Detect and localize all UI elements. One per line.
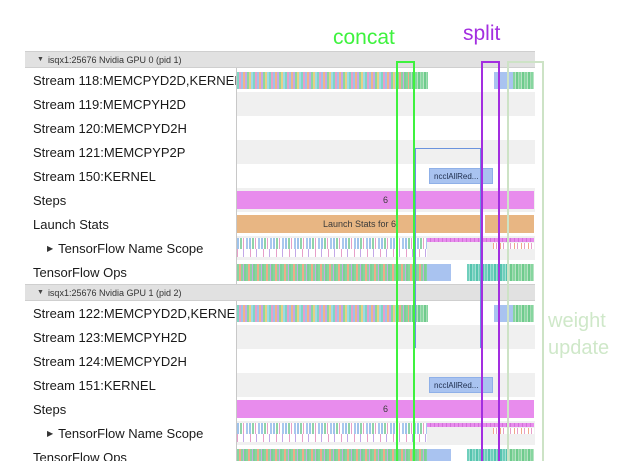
row-label[interactable]: Stream 123:MEMCPYH2D — [25, 325, 237, 349]
row-label[interactable]: Stream 150:KERNEL — [25, 164, 237, 188]
name-scope-blocks[interactable] — [493, 428, 534, 434]
group-header-label: isqx1:25676 Nvidia GPU 1 (pid 2) — [47, 287, 182, 298]
tf-ops-split-block — [427, 264, 451, 281]
kernel-blocks — [397, 72, 409, 89]
row-label-text: Steps — [33, 401, 67, 417]
tf-ops-split-block — [427, 449, 451, 461]
row-label-text: TensorFlow Name Scope — [58, 425, 204, 441]
weight-update-block — [513, 305, 534, 322]
row-label-text: TensorFlow Ops — [33, 449, 127, 461]
tf-ops-blocks — [507, 264, 534, 281]
chevron-right-icon[interactable]: ▶ — [47, 428, 54, 438]
row-label-text: Stream 150:KERNEL — [33, 168, 156, 184]
timeline-row[interactable]: TensorFlow Ops — [25, 445, 535, 461]
row-label-text: Stream 120:MEMCPYD2H — [33, 120, 187, 136]
row-label[interactable]: Stream 122:MEMCPYD2D,KERNEL,MI — [25, 301, 237, 325]
annotation-box-nccl — [415, 148, 481, 348]
group-header-1[interactable]: ▼isqx1:25676 Nvidia GPU 1 (pid 2) — [25, 284, 535, 301]
timeline-row[interactable]: Stream 124:MEMCPYD2H — [25, 349, 535, 373]
name-scope-blocks[interactable] — [493, 243, 534, 249]
group-header-0[interactable]: ▼isqx1:25676 Nvidia GPU 0 (pid 1) — [25, 51, 535, 68]
row-label[interactable]: ▶ TensorFlow Name Scope — [25, 236, 237, 260]
row-label-text: Stream 119:MEMCPYH2D — [33, 96, 186, 112]
row-label[interactable]: ▶ TensorFlow Name Scope — [25, 421, 237, 445]
row-label-text: Stream 123:MEMCPYH2D — [33, 329, 187, 345]
timeline-row[interactable]: TensorFlow Ops — [25, 260, 535, 284]
row-track[interactable]: ncclAllRed... — [237, 164, 535, 188]
timeline-row[interactable]: Stream 119:MEMCPYH2D — [25, 92, 535, 116]
annotation-label-concat: concat — [333, 26, 395, 49]
row-track[interactable]: ncclAllRed... — [237, 373, 535, 397]
annotation-box-weight-update — [507, 61, 544, 461]
name-scope-blocks[interactable] — [237, 249, 427, 257]
timeline-row[interactable]: Stream 151:KERNEL ncclAllRed... — [25, 373, 535, 397]
kernel-blocks — [397, 305, 409, 322]
timeline-row[interactable]: ▶ TensorFlow Name Scope — [25, 421, 535, 445]
row-track[interactable] — [237, 421, 535, 445]
timeline-row[interactable]: Stream 121:MEMCPYP2P — [25, 140, 535, 164]
row-label[interactable]: Stream 118:MEMCPYD2D,KERNEL,ME — [25, 68, 237, 92]
tf-ops-blocks — [467, 264, 507, 281]
row-label-text: TensorFlow Name Scope — [58, 240, 204, 256]
name-scope-blocks[interactable] — [237, 238, 427, 249]
row-label[interactable]: Stream 124:MEMCPYD2H — [25, 349, 237, 373]
row-track[interactable] — [237, 445, 535, 461]
kernel-blocks — [237, 305, 397, 322]
row-label-text: TensorFlow Ops — [33, 264, 127, 280]
row-label[interactable]: TensorFlow Ops — [25, 445, 237, 461]
chevron-down-icon: ▼ — [37, 56, 44, 63]
tf-ops-blocks — [467, 449, 507, 461]
row-label[interactable]: Stream 119:MEMCPYH2D — [25, 92, 237, 116]
weight-update-block — [513, 72, 534, 89]
annotation-box-concat — [396, 61, 415, 461]
row-label[interactable]: Steps — [25, 188, 237, 212]
row-label-text: Stream 118:MEMCPYD2D,KERNEL,ME — [33, 72, 236, 88]
name-scope-blocks[interactable] — [237, 434, 427, 442]
row-label-text: Stream 122:MEMCPYD2D,KERNEL,MI — [33, 305, 236, 321]
row-label[interactable]: Stream 151:KERNEL — [25, 373, 237, 397]
row-label-text: Stream 124:MEMCPYD2H — [33, 353, 187, 369]
timeline-row[interactable]: Stream 118:MEMCPYD2D,KERNEL,ME — [25, 68, 535, 92]
tf-ops-blocks — [237, 449, 427, 461]
timeline-row[interactable]: Stream 120:MEMCPYD2H — [25, 116, 535, 140]
launch-stats-bar[interactable] — [485, 215, 534, 233]
kernel-blocks — [237, 72, 397, 89]
annotation-label-weight-update-line1: weight — [548, 310, 606, 332]
chevron-right-icon[interactable]: ▶ — [47, 243, 54, 253]
tf-ops-blocks — [507, 449, 534, 461]
annotation-label-weight-update-line2: update — [548, 337, 610, 359]
name-scope-blocks[interactable] — [237, 423, 427, 434]
nccl-allreduce-bar[interactable]: ncclAllRed... — [429, 377, 493, 393]
timeline-row[interactable]: Stream 123:MEMCPYH2D — [25, 325, 535, 349]
chevron-down-icon: ▼ — [37, 289, 44, 296]
row-label-text: Stream 151:KERNEL — [33, 377, 156, 393]
annotation-label-weight-update: weight update — [548, 308, 609, 362]
annotation-label-split: split — [463, 22, 501, 45]
timeline-row[interactable]: Stream 150:KERNEL ncclAllRed... — [25, 164, 535, 188]
row-label[interactable]: Steps — [25, 397, 237, 421]
timeline-panel[interactable]: ▼isqx1:25676 Nvidia GPU 0 (pid 1)Stream … — [25, 51, 535, 461]
name-scope-blocks[interactable] — [427, 423, 534, 427]
nccl-allreduce-bar[interactable]: ncclAllRed... — [429, 168, 493, 184]
row-label[interactable]: Stream 121:MEMCPYP2P — [25, 140, 237, 164]
timeline-row[interactable]: ▶ TensorFlow Name Scope — [25, 236, 535, 260]
row-label[interactable]: Launch Stats — [25, 212, 237, 236]
row-label-text: Stream 121:MEMCPYP2P — [33, 144, 186, 160]
annotation-box-split — [481, 61, 500, 461]
timeline-row[interactable]: Stream 122:MEMCPYD2D,KERNEL,MI — [25, 301, 535, 325]
row-label-text: Steps — [33, 192, 67, 208]
row-label[interactable]: TensorFlow Ops — [25, 260, 237, 284]
row-label[interactable]: Stream 120:MEMCPYD2H — [25, 116, 237, 140]
group-header-label: isqx1:25676 Nvidia GPU 0 (pid 1) — [47, 54, 182, 65]
row-label-text: Launch Stats — [33, 216, 109, 232]
tf-ops-blocks — [237, 264, 427, 281]
row-track[interactable] — [237, 260, 535, 284]
